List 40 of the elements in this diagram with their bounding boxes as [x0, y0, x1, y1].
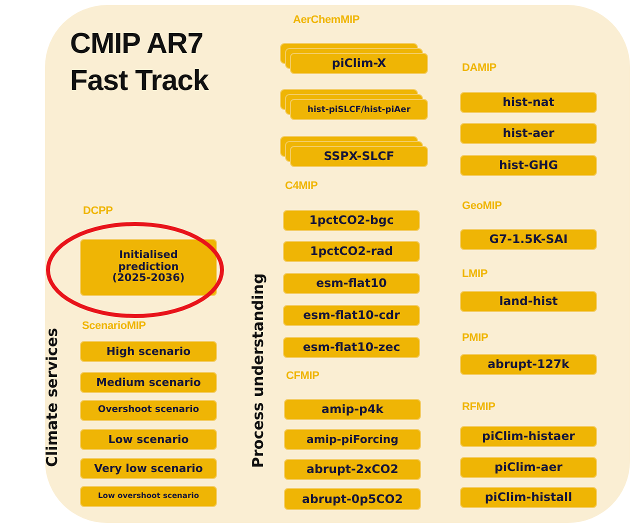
group-label: LMIP	[462, 268, 488, 281]
experiment-box: 1pctCO2-bgc	[283, 210, 420, 231]
group-label: CFMIP	[286, 370, 320, 383]
experiment-box: piClim-histaer	[460, 426, 597, 447]
group-label: DCPP	[83, 205, 113, 218]
experiment-box: esm-flat10-zec	[283, 337, 420, 358]
experiment-box: piClim-histall	[460, 487, 597, 508]
section-heading: Climate services	[42, 328, 62, 467]
group-label: ScenarioMIP	[82, 320, 146, 333]
experiment-box: abrupt-0p5CO2	[284, 488, 421, 510]
experiment-box: Initialised prediction (2025-2036)	[80, 239, 217, 296]
section-heading: Process understanding	[248, 273, 268, 468]
experiment-box: hist-nat	[460, 92, 597, 113]
group-label: C4MIP	[285, 180, 318, 193]
group-label: PMIP	[462, 332, 488, 345]
experiment-box: amip-p4k	[284, 399, 421, 420]
experiment-box: piClim-aer	[460, 457, 597, 478]
experiment-box: amip-piForcing	[284, 429, 421, 450]
group-label: AerChemMIP	[293, 14, 360, 27]
experiment-box: hist-piSLCF/hist-piAer	[290, 99, 428, 120]
group-label: GeoMIP	[462, 200, 502, 213]
experiment-box: SSPX-SLCF	[290, 146, 428, 167]
group-label: RFMIP	[462, 401, 496, 414]
group-label: DAMIP	[462, 62, 496, 75]
title: CMIP AR7 Fast Track	[70, 27, 210, 99]
experiment-box: 1pctCO2-rad	[283, 241, 420, 262]
experiment-box: esm-flat10	[283, 273, 420, 294]
experiment-box: hist-GHG	[460, 155, 597, 176]
experiment-box: Overshoot scenario	[80, 400, 217, 421]
experiment-box: hist-aer	[460, 123, 597, 144]
experiment-box: land-hist	[460, 291, 597, 312]
experiment-box: Low scenario	[80, 429, 217, 450]
experiment-box: G7-1.5K-SAI	[460, 229, 597, 250]
experiment-box: High scenario	[80, 341, 217, 362]
experiment-box: abrupt-2xCO2	[284, 459, 421, 480]
experiment-box: Medium scenario	[80, 372, 217, 393]
experiment-box: esm-flat10-cdr	[283, 305, 420, 326]
experiment-box: piClim-X	[290, 53, 428, 74]
experiment-box: Very low scenario	[80, 458, 217, 479]
experiment-box: abrupt-127k	[460, 354, 597, 375]
